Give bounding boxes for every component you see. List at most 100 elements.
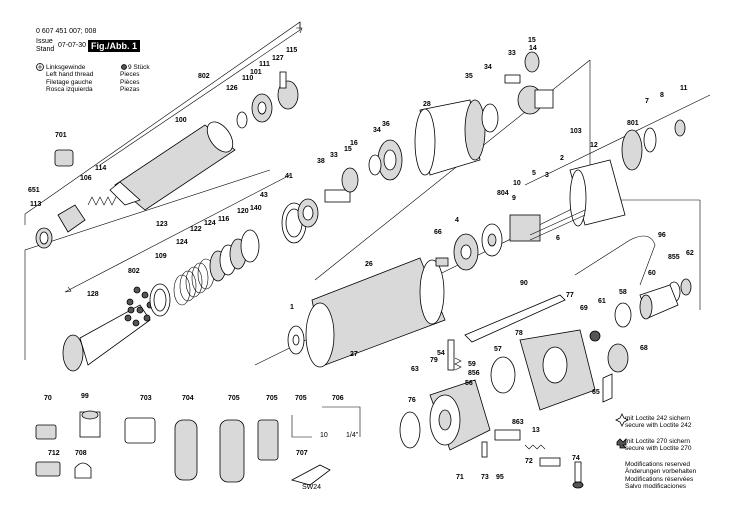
callout-38: 38: [317, 158, 325, 165]
note-line: mit Loctite 270 sichern: [625, 438, 691, 445]
part-5-bearing: [481, 223, 503, 257]
part-58-spindle: [639, 284, 679, 320]
part-28-cylinder: [414, 99, 486, 176]
part-33-shaft-upper: [504, 74, 521, 84]
callout-14: 14: [529, 45, 537, 52]
part-77-lever: [464, 294, 566, 343]
part-705-a: [124, 417, 156, 444]
part-705-c: [219, 419, 245, 483]
figure-label: Fig./Abb. 1: [88, 40, 140, 52]
part-57-head: [519, 329, 596, 411]
callout-712: 712: [48, 450, 60, 457]
note-loctite-270: mit Loctite 270 sichern secure with Loct…: [625, 438, 691, 453]
callout-63: 63: [411, 366, 419, 373]
part-6-plate: [453, 233, 479, 271]
part-99-plate: [602, 373, 613, 403]
callout-99: 99: [81, 393, 89, 400]
callout-90: 90: [520, 280, 528, 287]
callout-7: 7: [645, 98, 649, 105]
part-76-spring: [454, 357, 462, 371]
part-number: 0 607 451 007; 008: [36, 28, 97, 35]
hex-key-10-label: 10: [320, 432, 328, 439]
callout-78: 78: [515, 330, 523, 337]
callout-707: 707: [296, 450, 308, 457]
callout-36: 36: [382, 121, 390, 128]
part-8-bearing: [643, 127, 657, 153]
callout-69: 69: [580, 305, 588, 312]
legend-line: Linksgewinde: [46, 64, 86, 71]
part-707-hexkey: [291, 415, 312, 438]
part-41-bearing: [297, 198, 319, 228]
callout-62: 62: [686, 250, 694, 257]
wrench-size-label: SW24: [302, 484, 322, 491]
part-13-plate: [399, 411, 421, 449]
callout-76: 76: [408, 397, 416, 404]
legend-line: Left hand thread: [46, 71, 94, 79]
note-line: secure with Loctite 242: [625, 422, 692, 430]
part-74-spring: [524, 444, 546, 450]
callout-58: 58: [619, 289, 627, 296]
callout-3: 3: [545, 172, 549, 179]
part-38-shaft: [324, 167, 359, 203]
legend-line: Pièces: [120, 78, 140, 86]
part-73-plunger: [572, 461, 584, 489]
issue-date: 07-07-30: [58, 42, 87, 49]
callout-56: 56: [465, 380, 473, 387]
part-35-ring: [481, 103, 499, 133]
callout-115: 115: [286, 47, 297, 54]
legend-line: Piezas: [120, 86, 140, 94]
note-line: Modifications réservées: [625, 475, 694, 483]
part-704: [79, 410, 101, 438]
note-line: mit Loctite 242 sichern: [625, 415, 691, 422]
note-line: Salvo modificaciones: [625, 483, 687, 491]
callout-9: 9: [512, 195, 516, 202]
legend-count: 9 Stück: [128, 64, 150, 71]
callout-100: 100: [175, 117, 187, 124]
callout-70: 70: [44, 395, 52, 402]
part-rotor-spindle: [517, 85, 554, 115]
callout-35: 35: [465, 73, 473, 80]
legend-line: Filetage gauche: [46, 78, 93, 86]
part-126-ring: [236, 111, 248, 129]
callout-72: 72: [525, 458, 533, 465]
callout-65: 65: [592, 389, 600, 396]
callout-71: 71: [456, 474, 464, 481]
callout-15: 15: [344, 146, 352, 153]
callout-74: 74: [572, 455, 580, 462]
callout-8: 8: [660, 92, 664, 99]
callout-113: 113: [30, 201, 41, 208]
part-708-wrench: [290, 464, 331, 486]
part-103-shaft: [62, 304, 151, 372]
part-110-gear: [251, 93, 273, 123]
part-123-ring: [149, 283, 171, 317]
part-651: [57, 204, 86, 233]
hex-key-quarter-label: 1/4": [346, 432, 359, 439]
callout-801: 801: [627, 120, 639, 127]
callout-652: 652: [0, 0, 12, 2]
legend-pieces: 9 Stück Pieces Pièces Piezas: [120, 64, 150, 94]
callout-120: 120: [237, 208, 249, 215]
callout-701: 701: [55, 132, 67, 139]
callout-804: 804: [497, 190, 509, 197]
callout-110: 110: [242, 75, 253, 82]
part-657: [74, 462, 92, 479]
callout-34: 34: [484, 64, 492, 71]
callout-856: 856: [468, 370, 480, 377]
callout-73: 73: [481, 474, 489, 481]
part-66-strip: [529, 209, 586, 241]
part-65-pin: [481, 441, 488, 458]
part-703: [35, 424, 57, 440]
callout-28: 28: [423, 101, 431, 108]
callout-95: 95: [496, 474, 504, 481]
part-101-gear: [277, 71, 299, 110]
note-modifications: Modifications reserved Änderungen vorbeh…: [625, 461, 696, 491]
callout-1: 1: [290, 304, 294, 311]
part-1-tube: [305, 257, 446, 368]
pieces-icon: [121, 64, 127, 70]
legend-line: Pieces: [120, 71, 140, 79]
part-62-wire: [574, 235, 656, 286]
callout-61: 61: [598, 298, 606, 305]
part-855-ring: [680, 278, 692, 296]
callout-26: 26: [365, 261, 373, 268]
